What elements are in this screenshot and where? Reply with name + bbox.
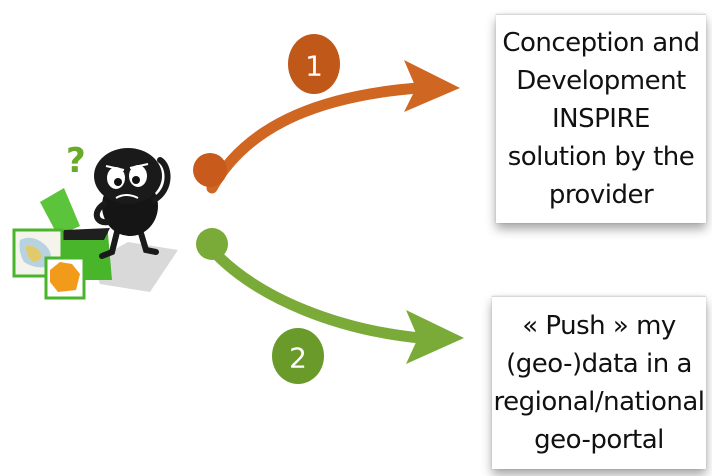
badge-2: 2 (272, 328, 324, 384)
arrow-option-2 (196, 228, 464, 364)
arrow-start-dot-2 (196, 228, 228, 260)
option-1-box: Conception and Development INSPIRE solut… (496, 14, 706, 223)
option-1-text: Conception and Development INSPIRE solut… (502, 28, 700, 210)
arrow-option-1 (193, 60, 460, 194)
map-thumbnail-2 (44, 256, 86, 300)
option-2-text: « Push » my (geo-)data in a regional/nat… (493, 311, 706, 455)
question-mark: ? (66, 141, 86, 181)
option-2-box: « Push » my (geo-)data in a regional/nat… (492, 296, 706, 469)
badge-1: 1 (288, 34, 340, 94)
arrow-start-dot-1 (193, 153, 227, 187)
badge-2-label: 2 (289, 342, 307, 375)
confused-character-icon: ? (12, 141, 178, 300)
badge-1-label: 1 (305, 50, 323, 83)
